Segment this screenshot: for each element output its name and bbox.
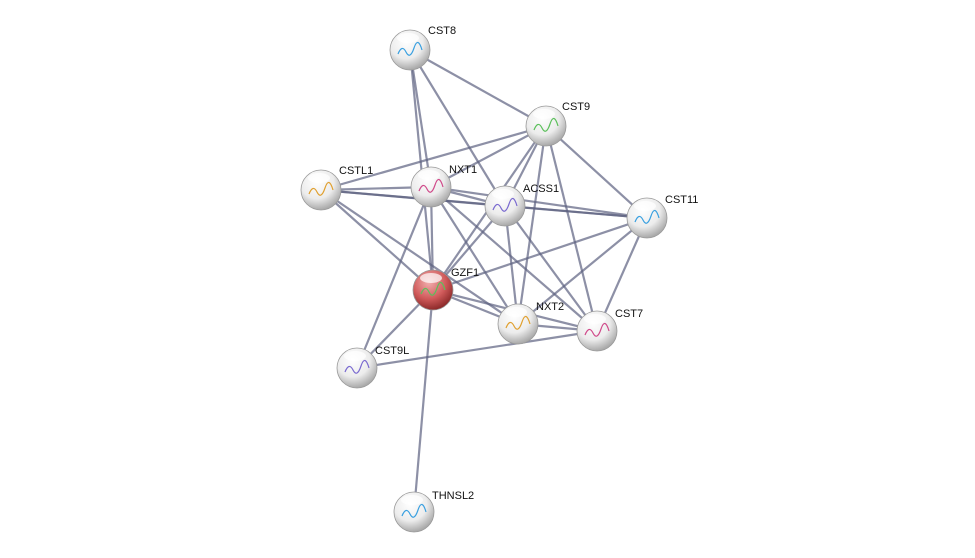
node-label: CSTL1: [339, 165, 373, 177]
node-label: NXT1: [449, 164, 477, 176]
node-label: CST7: [615, 308, 643, 320]
node-label: NXT2: [536, 301, 564, 313]
node-cst7[interactable]: CST7: [576, 308, 643, 352]
edge-gzf1-thnsl2[interactable]: [412, 289, 435, 513]
node-gzf1[interactable]: GZF1: [412, 267, 479, 311]
protein-structure-icon: [418, 178, 444, 193]
node-thnsl2[interactable]: THNSL2: [393, 490, 474, 533]
protein-structure-icon: [308, 181, 334, 196]
protein-structure-icon: [401, 503, 427, 518]
edge-cst9l-cst7[interactable]: [356, 329, 598, 370]
edge-acss1-cst11[interactable]: [504, 204, 648, 220]
edge-cst11-nxt2[interactable]: [517, 217, 648, 325]
node-highlight: [397, 33, 419, 43]
edge-nxt1-nxt2[interactable]: [430, 186, 519, 325]
edge-cst9-cst11[interactable]: [545, 125, 648, 219]
edge-nxt1-cst9l[interactable]: [355, 186, 433, 369]
node-highlight: [308, 173, 330, 183]
edge-nxt1-cst7[interactable]: [430, 186, 598, 332]
node-label: GZF1: [451, 267, 479, 279]
node-label: THNSL2: [432, 490, 474, 502]
edge-cst8-acss1[interactable]: [409, 49, 506, 207]
node-highlight: [634, 201, 656, 211]
node-label: ACSS1: [523, 183, 559, 195]
edge-cst11-cst7[interactable]: [595, 217, 649, 332]
protein-structure-icon: [397, 41, 423, 56]
node-cst9[interactable]: CST9: [525, 101, 590, 147]
edge-cst9-nxt1[interactable]: [430, 125, 547, 188]
node-highlight: [420, 273, 442, 283]
edge-cst8-nxt1[interactable]: [408, 49, 433, 188]
node-label: CST11: [665, 194, 698, 206]
node-highlight: [344, 351, 366, 361]
edge-gzf1-cst11[interactable]: [432, 216, 648, 292]
protein-structure-icon: [634, 209, 660, 224]
edge-cst9-nxt2[interactable]: [516, 125, 548, 325]
protein-structure-icon: [492, 197, 518, 212]
node-cstl1[interactable]: CSTL1: [300, 165, 373, 211]
protein-structure-icon: [420, 281, 446, 296]
node-highlight: [418, 170, 440, 180]
protein-structure-icon: [344, 359, 370, 374]
edge-cst9-cst7[interactable]: [544, 125, 599, 332]
node-highlight: [584, 314, 606, 324]
edge-nxt1-cst11[interactable]: [430, 185, 648, 220]
node-cst11[interactable]: CST11: [626, 194, 698, 239]
node-cst8[interactable]: CST8: [389, 25, 456, 71]
node-highlight: [401, 495, 423, 505]
protein-structure-icon: [505, 315, 531, 330]
node-highlight: [533, 109, 555, 119]
edge-acss1-cst7[interactable]: [504, 205, 598, 332]
edge-cst8-cst9[interactable]: [409, 49, 547, 127]
node-nxt1[interactable]: NXT1: [410, 164, 477, 208]
edge-cstl1-nxt2[interactable]: [320, 189, 519, 325]
node-cst9l[interactable]: CST9L: [336, 345, 409, 389]
node-label: CST8: [428, 25, 456, 37]
protein-structure-icon: [533, 117, 559, 132]
edge-cstl1-gzf1[interactable]: [320, 189, 434, 291]
node-nxt2[interactable]: NXT2: [497, 301, 564, 345]
node-acss1[interactable]: ACSS1: [484, 183, 559, 227]
node-label: CST9: [562, 101, 590, 113]
protein-structure-icon: [584, 322, 610, 337]
edge-cst9-cstl1[interactable]: [320, 124, 547, 192]
node-highlight: [492, 189, 514, 199]
node-highlight: [505, 307, 527, 317]
node-label: CST9L: [375, 345, 409, 357]
